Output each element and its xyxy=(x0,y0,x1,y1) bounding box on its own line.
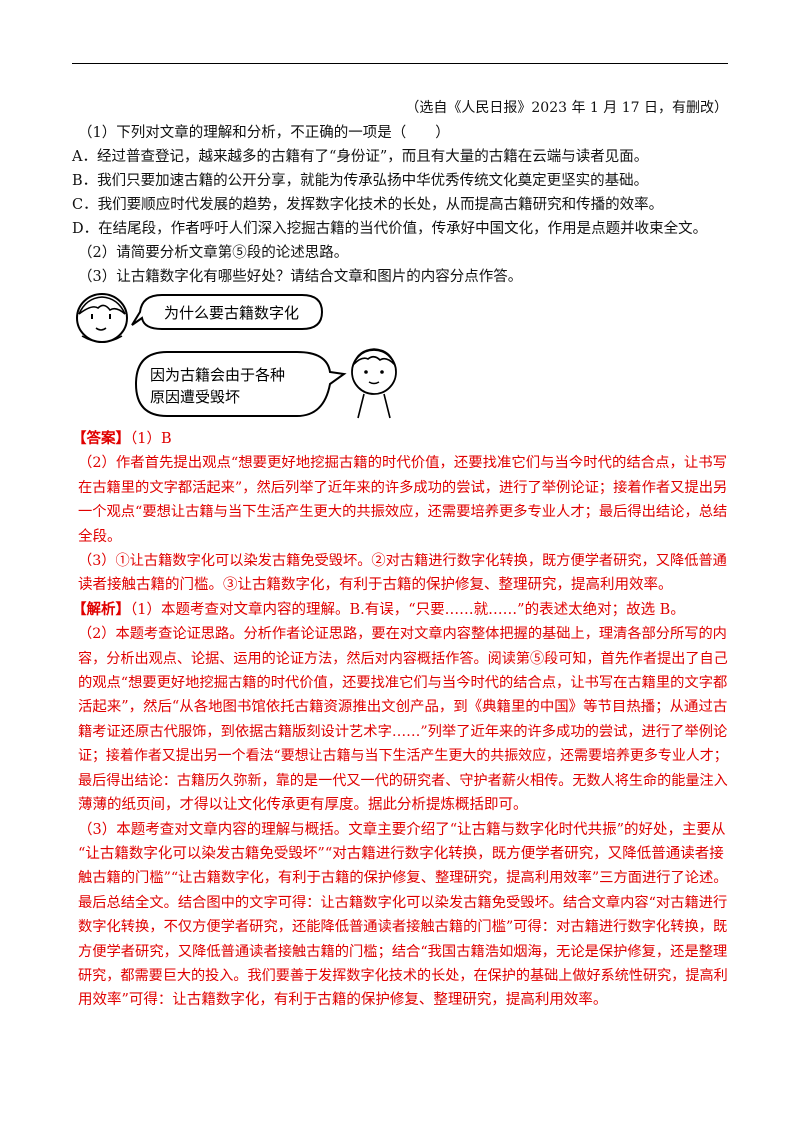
boy-figure-icon xyxy=(351,348,397,419)
analysis-label: 【解析】 xyxy=(72,600,130,618)
analysis-2-line-6: 证；接着作者又提出另一个看法“要想让古籍与当下生活产生更大的共振效应，还需要培养… xyxy=(78,748,728,765)
bubble-1-text: 为什么要古籍数字化 xyxy=(164,304,299,322)
analysis-3-line-7: 研究，都需要巨大的投入。我们要善于发挥数字化技术的长处，在保护的基础上做好系统性… xyxy=(78,967,728,984)
analysis-2-line-5: 籍考证还原古代服饰，到依据古籍版刻设计艺术字……”列举了近年来的许多成功的尝试，… xyxy=(78,723,728,740)
analysis-2-line-7: 最后得出结论：古籍历久弥新，靠的是一代又一代的研究者、守护者薪火相传。无数人将生… xyxy=(78,772,728,789)
option-b: B．我们只要加速古籍的公开分享，就能为传承弘扬中华优秀传统文化奠定更坚实的基础。 xyxy=(72,173,649,189)
answer-3-line-1: （3）①让古籍数字化可以染发古籍免受毁坏。②对古籍进行数字化转换，既方便学者研究… xyxy=(78,553,727,570)
question-1-stem: （1）下列对文章的理解和分析，不正确的一项是（ ） xyxy=(78,125,450,141)
answer-2-line-3: 一个观点“要想让古籍与当下生活产生更大的共振效应，还需要培养更多专业人才；最后得… xyxy=(78,504,728,521)
answer-2-line-1: （2）作者首先提出观点“想要更好地挖掘古籍的时代价值，还要找准它们与当今时代的结… xyxy=(78,455,727,472)
analysis-3-line-2: “让古籍数字化可以染发古籍免受毁坏”“对古籍进行数字化转换，既方便学者研究，又降… xyxy=(78,845,724,862)
option-c: C．我们要顺应时代发展的趋势，发挥数字化技术的长处，从而提高古籍研究和传播的效率… xyxy=(72,197,664,213)
dialogue-illustration: 为什么要古籍数字化 因为古籍会由于各种 原因遭受毁坏 xyxy=(76,293,397,419)
analysis-3-line-3: 触古籍的门槛”“让古籍数字化，有利于古籍的保护修复、整理研究，提高利用效率”三方… xyxy=(78,870,728,887)
speech-bubble-2: 因为古籍会由于各种 原因遭受毁坏 xyxy=(134,351,347,417)
answer-3-line-2: 读者接触古籍的门槛。③让古籍数字化，有利于古籍的保护修复、整理研究，提高利用效率… xyxy=(78,577,673,594)
option-a: A．经过普查登记，越来越多的古籍有了“身份证”，而且有大量的古籍在云端与读者见面… xyxy=(72,149,649,165)
answer-label: 【答案】 xyxy=(72,430,130,447)
analysis-3-line-6: 方便学者研究，又降低普通读者接触古籍的门槛；结合“我国古籍浩如烟海，无论是保护修… xyxy=(78,943,728,960)
analysis-1: （1）本题考查对文章内容的理解。B.有误，“只要……就……”的表述太绝对；故选 … xyxy=(130,601,685,618)
bubble-2-line-1: 因为古籍会由于各种 xyxy=(150,366,285,384)
speech-bubble-1: 为什么要古籍数字化 xyxy=(131,294,324,330)
analysis-2-line-1: （2）本题考查论证思路。分析作者论证思路，要在对文章内容整体把握的基础上，理清各… xyxy=(78,626,727,643)
question-block: （1）下列对文章的理解和分析，不正确的一项是（ ） A．经过普查登记，越来越多的… xyxy=(72,121,728,289)
analysis-2-line-4: 活起来”，然后“从各地图书馆依托古籍资源推出文创产品，到《典籍里的中国》等节目热… xyxy=(78,699,728,716)
analysis-2-line-3: 的观点“想要更好地挖掘古籍的时代价值，还要找准它们与当今时代的结合点，让书写在古… xyxy=(78,675,728,692)
analysis-3-line-4: 最后总结全文。结合图中的文字可得：让古籍数字化可以染发古籍免受毁坏。结合文章内容… xyxy=(78,894,728,911)
girl-face-icon xyxy=(76,293,128,343)
answer-2-line-2: 在古籍里的文字都活起来”，然后列举了近年来的许多成功的尝试，进行了举例论证；接着… xyxy=(78,479,728,496)
bubble-2-line-2: 原因遭受毁坏 xyxy=(150,388,240,406)
answer-2-line-4: 全段。 xyxy=(78,528,122,545)
header-rule xyxy=(72,63,728,64)
answer-analysis-block: 【答案】（1）B （2）作者首先提出观点“想要更好地挖掘古籍的时代价值，还要找准… xyxy=(72,427,728,1013)
question-3: （3）让古籍数字化有哪些好处？请结合文章和图片的内容分点作答。 xyxy=(78,269,523,285)
source-citation: （选自《人民日报》2023 年 1 月 17 日，有删改） xyxy=(405,100,728,116)
analysis-3-line-5: 数字化转换，不仅方便学者研究，还能降低普通读者接触古籍的门槛”可得：对古籍进行数… xyxy=(78,919,728,936)
answer-1: （1）B xyxy=(130,431,172,447)
analysis-3-line-8: 用效率”可得：让古籍数字化，有利于古籍的保护修复、整理研究，提高利用效率。 xyxy=(78,992,608,1009)
analysis-2-line-8: 薄薄的纸页间，才得以让文化传承更有厚度。据此分析提炼概括即可。 xyxy=(78,797,528,814)
question-2: （2）请简要分析文章第⑤段的论述思路。 xyxy=(78,245,349,261)
analysis-3-line-1: （3）本题考查对文章内容的理解与概括。文章主要介绍了“让古籍与数字化时代共振”的… xyxy=(78,821,726,838)
analysis-2-line-2: 容，分析出观点、论据、运用的论证方法，然后对内容概括作答。阅读第⑤段可知，首先作… xyxy=(78,650,728,667)
option-d: D．在结尾段，作者呼吁人们深入挖掘古籍的当代价值，传承好中国文化，作用是点题并收… xyxy=(72,221,708,237)
